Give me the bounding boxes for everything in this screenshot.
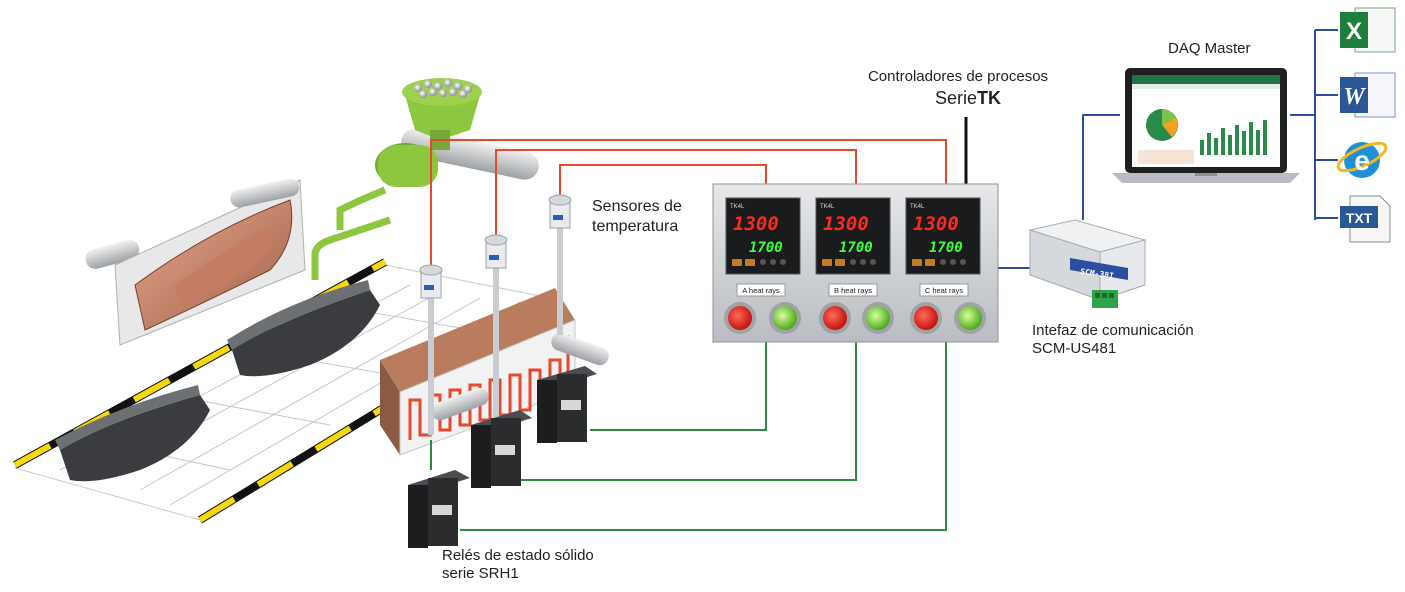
internet-explorer-icon: e	[1336, 141, 1388, 178]
temperature-sensor-1	[419, 264, 443, 435]
comm-interface-device: SCM-38I	[1028, 219, 1147, 308]
sensors-label: Sensores de temperatura	[592, 197, 682, 237]
comm-wires	[985, 29, 1338, 269]
word-letter: W	[1343, 84, 1366, 110]
indicator-lamps	[724, 302, 986, 334]
controllers-label-line1: Controladores de procesos	[867, 68, 1049, 85]
heat-label-a: A heat rays	[742, 286, 780, 295]
txt-file-icon: TXT	[1340, 195, 1391, 243]
controller-c-pv: 1300	[913, 213, 959, 235]
controller-b-pv: 1300	[823, 213, 869, 235]
controllers-label-series: SerieTK	[838, 86, 1078, 110]
controller-b-sv: 1700	[839, 240, 873, 256]
heat-label-c: C heat rays	[925, 286, 964, 295]
heat-label-b: B heat rays	[834, 286, 872, 295]
material-hopper	[311, 78, 539, 280]
controller-c-sv: 1700	[929, 240, 963, 256]
bumper-parts	[55, 280, 380, 482]
controllers-label: Controladores de procesos SerieTK	[838, 68, 1078, 110]
temperature-sensor-2	[484, 234, 508, 425]
relays-label: Relés de estado sólido serie SRH1	[442, 547, 594, 583]
word-icon: W	[1340, 72, 1396, 118]
controller-a-pv: 1300	[733, 213, 779, 235]
mold-press	[85, 178, 306, 346]
excel-icon: X	[1340, 7, 1396, 53]
series-prefix: Serie	[934, 88, 978, 108]
solid-state-relay-2	[471, 410, 532, 488]
controller-a-sv: 1700	[749, 240, 783, 256]
controller-b: TK4L 1300 1700	[815, 197, 891, 275]
controller-panel: TK4L 1300 1700 TK4L 1300 1700 TK4L 1300 …	[712, 183, 999, 343]
relay-control-wires	[430, 335, 947, 531]
solid-state-relay-3	[537, 366, 597, 443]
interface-label: Intefaz de comunicación SCM-US481	[1032, 322, 1194, 358]
sensors-label-line2: temperatura	[592, 218, 679, 235]
ie-letter: e	[1354, 145, 1370, 176]
controller-a: TK4L 1300 1700	[725, 197, 801, 275]
txt-label: TXT	[1346, 210, 1373, 226]
series-name: TK	[977, 88, 1002, 108]
controller-a-brand: TK4L	[730, 204, 745, 210]
relays-label-line2: serie SRH1	[442, 565, 519, 582]
relays-label-line1: Relés de estado sólido	[442, 547, 594, 564]
controller-c-brand: TK4L	[910, 204, 925, 210]
interface-label-line1: Intefaz de comunicación	[1032, 322, 1194, 339]
laptop-daq	[1112, 68, 1300, 183]
temperature-sensor-3	[548, 194, 572, 335]
sensor-signal-wires	[430, 139, 947, 267]
solid-state-relay-1	[408, 470, 470, 548]
controller-b-brand: TK4L	[820, 204, 835, 210]
excel-letter: X	[1346, 18, 1362, 45]
sensors-label-line1: Sensores de	[592, 198, 682, 215]
interface-label-line2: SCM-US481	[1032, 340, 1117, 357]
daq-label: DAQ Master	[1168, 40, 1251, 57]
controller-c: TK4L 1300 1700	[905, 197, 981, 275]
